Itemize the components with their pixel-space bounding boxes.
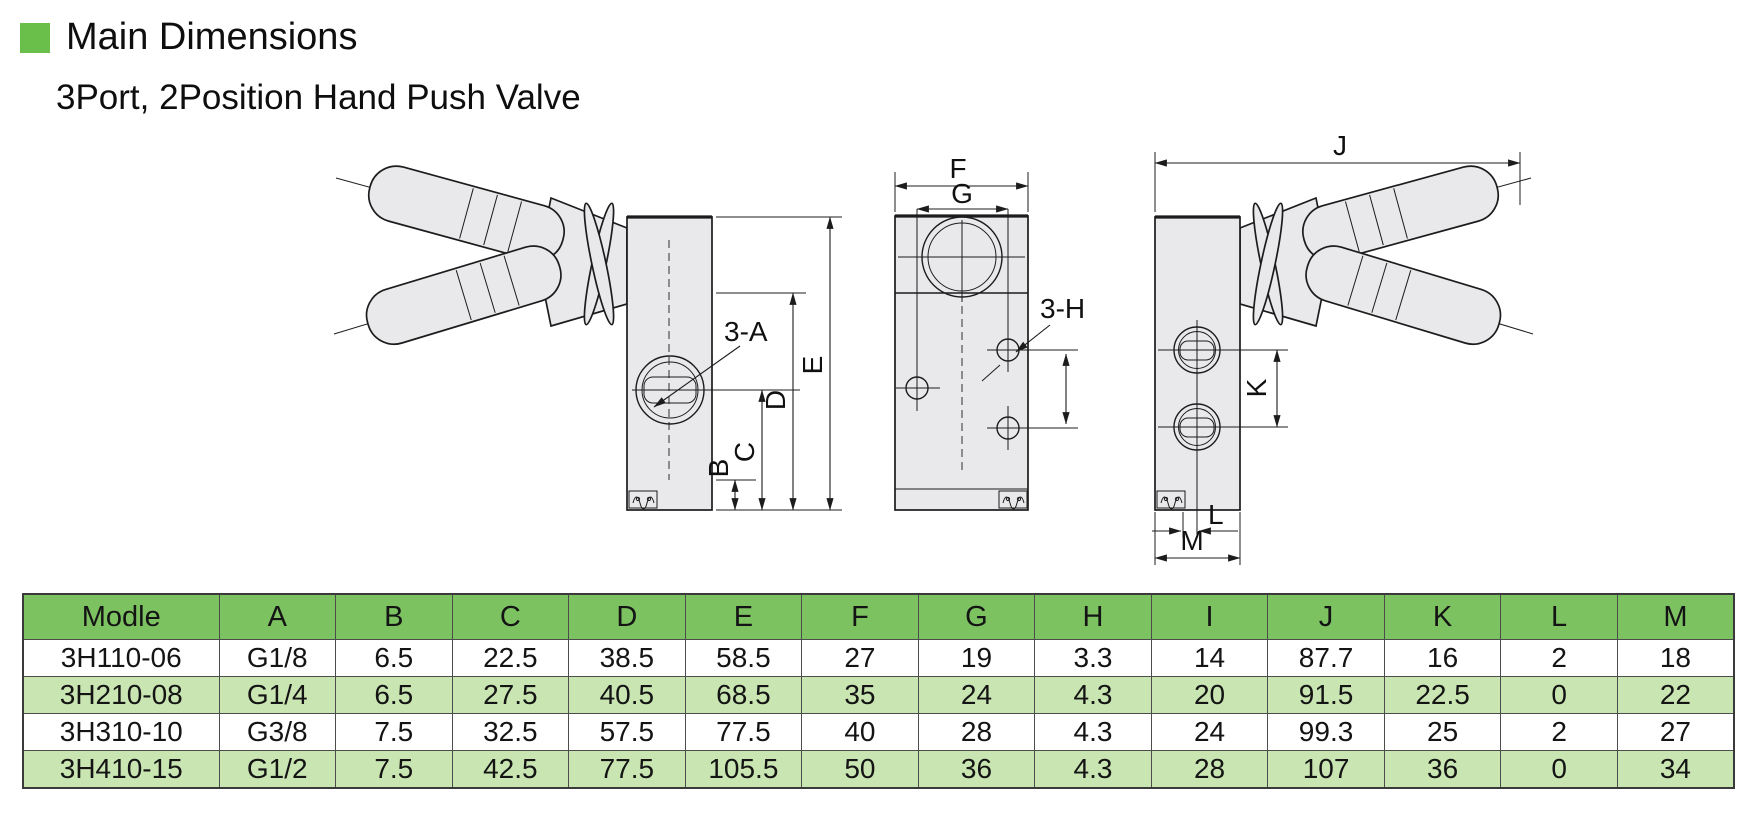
value-cell: 0 <box>1500 676 1618 714</box>
column-header-c: C <box>451 593 570 640</box>
column-header-k: K <box>1383 593 1502 640</box>
value-cell: 14 <box>1150 639 1269 677</box>
value-cell: 7.5 <box>335 713 453 751</box>
port-label-3a: 3-A <box>724 316 768 347</box>
dim-label-f: F <box>949 153 966 184</box>
dim-label-l: L <box>1208 499 1224 530</box>
column-header-f: F <box>801 593 919 640</box>
value-cell: 27.5 <box>451 676 570 714</box>
value-cell: 6.5 <box>335 676 453 714</box>
value-cell: 68.5 <box>684 676 803 714</box>
column-header-b: B <box>335 593 453 640</box>
dim-label-e: E <box>797 356 828 375</box>
value-cell: 35 <box>801 676 919 714</box>
model-cell: 3H110-06 <box>22 639 220 677</box>
value-cell: 7.5 <box>335 750 453 789</box>
value-cell: 77.5 <box>568 750 686 789</box>
model-cell: 3H310-10 <box>22 713 220 751</box>
value-cell: 36 <box>1383 750 1502 789</box>
column-header-l: L <box>1500 593 1618 640</box>
value-cell: 58.5 <box>684 639 803 677</box>
value-cell: 22 <box>1616 676 1735 714</box>
front-view-drawing: F G 3-H <box>894 153 1085 511</box>
value-cell: 6.5 <box>335 639 453 677</box>
value-cell: 91.5 <box>1267 676 1385 714</box>
value-cell: 19 <box>917 639 1036 677</box>
port-label-3h: 3-H <box>1040 293 1085 324</box>
value-cell: 25 <box>1383 713 1502 751</box>
value-cell: 2 <box>1500 713 1618 751</box>
dim-label-k: K <box>1241 378 1272 397</box>
value-cell: G1/8 <box>218 639 337 677</box>
value-cell: 20 <box>1150 676 1269 714</box>
value-cell: G1/4 <box>218 676 337 714</box>
value-cell: 36 <box>917 750 1036 789</box>
column-header-model: Modle <box>22 593 220 640</box>
value-cell: 3.3 <box>1034 639 1152 677</box>
model-cell: 3H210-08 <box>22 676 220 714</box>
value-cell: 22.5 <box>1383 676 1502 714</box>
value-cell: 40.5 <box>568 676 686 714</box>
green-square-bullet-icon <box>20 22 50 53</box>
value-cell: 28 <box>1150 750 1269 789</box>
column-header-m: M <box>1616 593 1735 640</box>
value-cell: 18 <box>1616 639 1735 677</box>
model-cell: 3H410-15 <box>22 750 220 789</box>
value-cell: 28 <box>917 713 1036 751</box>
value-cell: G1/2 <box>218 750 337 789</box>
value-cell: 42.5 <box>451 750 570 789</box>
column-header-h: H <box>1034 593 1152 640</box>
value-cell: 4.3 <box>1034 750 1152 789</box>
value-cell: G3/8 <box>218 713 337 751</box>
column-header-e: E <box>684 593 803 640</box>
value-cell: 24 <box>917 676 1036 714</box>
value-cell: 4.3 <box>1034 713 1152 751</box>
value-cell: 27 <box>1616 713 1735 751</box>
value-cell: 50 <box>801 750 919 789</box>
dim-label-b: B <box>703 459 734 478</box>
value-cell: 105.5 <box>684 750 803 789</box>
value-cell: 4.3 <box>1034 676 1152 714</box>
page-subtitle: 3Port, 2Position Hand Push Valve <box>56 78 581 117</box>
value-cell: 27 <box>801 639 919 677</box>
value-cell: 32.5 <box>451 713 570 751</box>
dim-label-c: C <box>729 442 760 462</box>
page-title: Main Dimensions <box>66 16 358 58</box>
side-view-drawing: 3-A B C D E <box>333 159 842 511</box>
dim-label-m: M <box>1180 525 1203 556</box>
value-cell: 16 <box>1383 639 1502 677</box>
column-header-g: G <box>917 593 1036 640</box>
value-cell: 2 <box>1500 639 1618 677</box>
valve-body-side <box>626 216 713 511</box>
dim-label-d: D <box>760 390 791 410</box>
value-cell: 40 <box>801 713 919 751</box>
value-cell: 77.5 <box>684 713 803 751</box>
column-header-d: D <box>568 593 686 640</box>
column-header-i: I <box>1150 593 1269 640</box>
section-header: Main Dimensions <box>20 16 357 59</box>
value-cell: 38.5 <box>568 639 686 677</box>
value-cell: 24 <box>1150 713 1269 751</box>
column-header-a: A <box>218 593 337 640</box>
value-cell: 107 <box>1267 750 1385 789</box>
rear-side-view-drawing: J K L M <box>1152 130 1534 565</box>
dim-label-g: G <box>951 178 973 209</box>
value-cell: 34 <box>1616 750 1735 789</box>
value-cell: 87.7 <box>1267 639 1385 677</box>
column-header-j: J <box>1267 593 1385 640</box>
value-cell: 57.5 <box>568 713 686 751</box>
value-cell: 99.3 <box>1267 713 1385 751</box>
value-cell: 0 <box>1500 750 1618 789</box>
dim-label-j: J <box>1333 130 1347 161</box>
value-cell: 22.5 <box>451 639 570 677</box>
